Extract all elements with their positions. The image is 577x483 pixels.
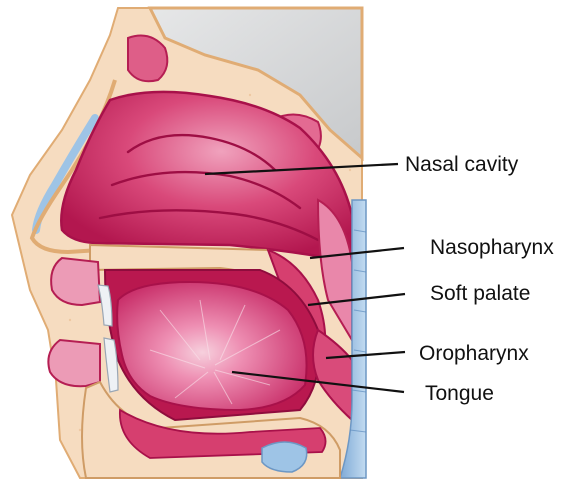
label-soft-palate: Soft palate bbox=[430, 282, 530, 305]
label-nasal-cavity: Nasal cavity bbox=[405, 153, 519, 176]
label-tongue: Tongue bbox=[425, 382, 494, 405]
label-nasopharynx: Nasopharynx bbox=[430, 236, 554, 259]
lower-lip bbox=[48, 340, 100, 386]
label-oropharynx: Oropharynx bbox=[419, 342, 529, 365]
upper-lip bbox=[51, 258, 100, 305]
hyoid-bone bbox=[262, 442, 307, 472]
